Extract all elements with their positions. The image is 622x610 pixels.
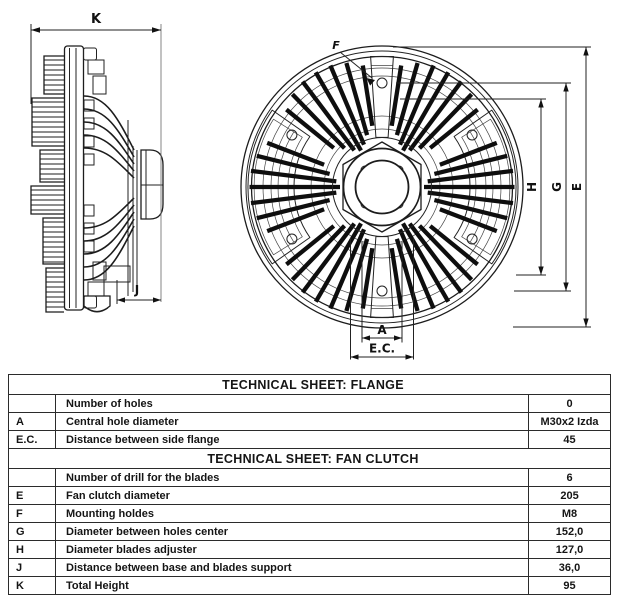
table-row: F Mounting holdes M8	[8, 504, 612, 523]
table-row: K Total Height 95	[8, 576, 612, 595]
dimension-e: E	[393, 46, 591, 328]
side-view-shaft-nut	[140, 149, 164, 220]
row-value: 0	[527, 394, 612, 413]
dimension-g: G	[396, 82, 571, 292]
row-value: M8	[527, 504, 612, 523]
row-value: 36,0	[527, 558, 612, 577]
dim-label-f: F	[332, 39, 340, 52]
table-row: G Diameter between holes center 152,0	[8, 522, 612, 541]
dimension-ec: E.C.	[350, 238, 414, 360]
row-key: G	[8, 522, 56, 541]
dim-label-e: E	[570, 183, 584, 191]
dimension-k: K	[30, 12, 162, 302]
row-value: M30x2 Izda	[527, 412, 612, 431]
dimension-h: H	[400, 98, 546, 276]
row-key: E	[8, 486, 56, 505]
row-description: Fan clutch diameter	[55, 486, 529, 505]
row-value: 152,0	[527, 522, 612, 541]
dim-label-g: G	[550, 182, 564, 192]
row-value: 95	[527, 576, 612, 595]
row-key: E.C.	[8, 430, 56, 449]
row-key: A	[8, 412, 56, 431]
row-key: J	[8, 558, 56, 577]
radial-fins	[249, 62, 515, 312]
dimension-f-leader: F	[332, 39, 375, 86]
row-key	[8, 468, 56, 487]
table-row: H Diameter blades adjuster 127,0	[8, 540, 612, 559]
row-description: Distance between base and blades support	[55, 558, 529, 577]
side-view	[30, 45, 164, 313]
table-row: E Fan clutch diameter 205	[8, 486, 612, 505]
row-description: Number of drill for the blades	[55, 468, 529, 487]
row-value: 45	[527, 430, 612, 449]
row-description: Total Height	[55, 576, 529, 595]
row-key	[8, 394, 56, 413]
dim-label-ec: E.C.	[369, 342, 395, 356]
front-view	[240, 45, 524, 329]
row-key: K	[8, 576, 56, 595]
row-description: Diameter blades adjuster	[55, 540, 529, 559]
dim-label-j: J	[134, 283, 139, 297]
dimension-j: J	[116, 280, 161, 304]
section-header-flange: TECHNICAL SHEET: FLANGE	[7, 374, 612, 395]
row-key: H	[8, 540, 56, 559]
dim-label-a: A	[377, 323, 387, 337]
dim-label-h: H	[525, 182, 539, 192]
dim-label-k: K	[91, 12, 102, 27]
drawing-canvas: K J F E G H	[30, 12, 591, 360]
table-row: J Distance between base and blades suppo…	[8, 558, 612, 577]
row-value: 205	[527, 486, 612, 505]
table-row: A Central hole diameter M30x2 Izda	[8, 412, 612, 431]
table-row: Number of drill for the blades 6	[8, 468, 612, 487]
section-title: TECHNICAL SHEET: FAN CLUTCH	[7, 448, 612, 469]
side-view-housing-curves	[83, 95, 135, 281]
side-view-fin-stack	[30, 55, 64, 313]
table-row: Number of holes 0	[8, 394, 612, 413]
dimension-a: A	[361, 242, 403, 343]
row-description: Diameter between holes center	[55, 522, 529, 541]
section-title: TECHNICAL SHEET: FLANGE	[7, 374, 612, 395]
row-description: Mounting holdes	[55, 504, 529, 523]
row-description: Distance between side flange	[55, 430, 529, 449]
row-value: 127,0	[527, 540, 612, 559]
section-header-fan-clutch: TECHNICAL SHEET: FAN CLUTCH	[7, 448, 612, 469]
row-description: Number of holes	[55, 394, 529, 413]
mounting-holes	[286, 77, 478, 297]
row-value: 6	[527, 468, 612, 487]
hub	[332, 137, 432, 237]
row-description: Central hole diameter	[55, 412, 529, 431]
technical-sheet-table: TECHNICAL SHEET: FLANGE Number of holes …	[7, 374, 612, 595]
table-row: E.C. Distance between side flange 45	[8, 430, 612, 449]
row-key: F	[8, 504, 56, 523]
